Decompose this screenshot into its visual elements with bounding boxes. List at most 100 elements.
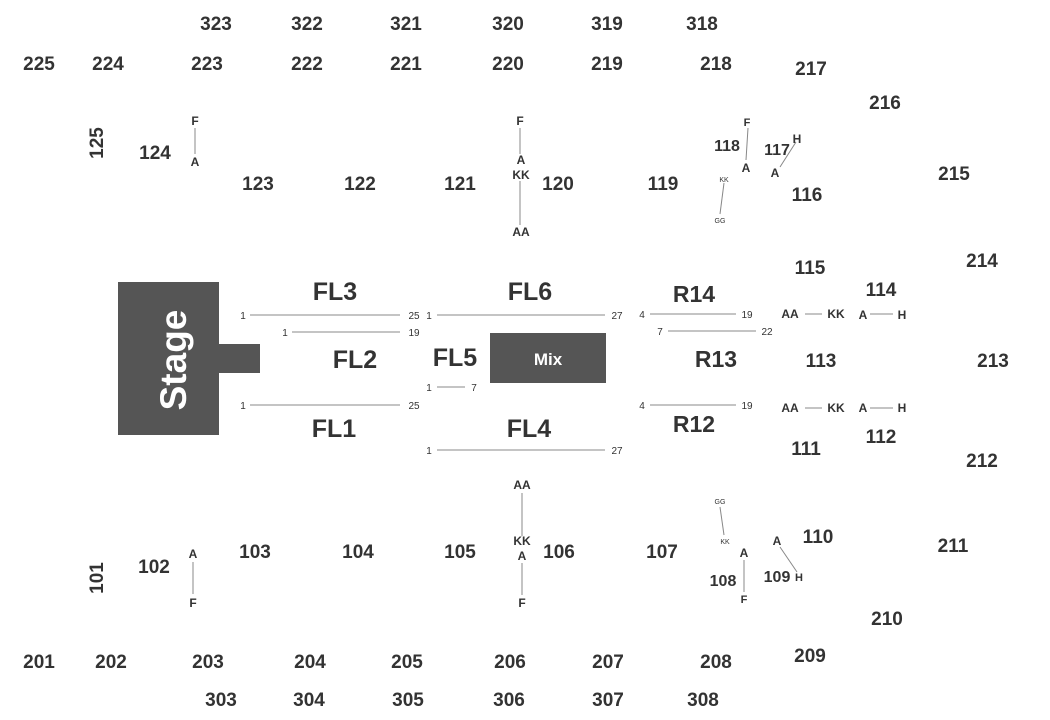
s108-row-line-gg bbox=[719, 506, 725, 536]
s118-row-KK: KK bbox=[719, 177, 729, 184]
section-FL2[interactable]: FL2 bbox=[333, 346, 377, 374]
section-210[interactable]: 210 bbox=[871, 609, 903, 630]
stage-label: Stage bbox=[153, 310, 194, 411]
section-214[interactable]: 214 bbox=[966, 251, 998, 272]
s118-row-line-gg bbox=[719, 182, 725, 215]
s120-row-A: A bbox=[517, 153, 526, 167]
fl6-row-start: 1 bbox=[426, 311, 432, 322]
s114-row-A: A bbox=[859, 308, 868, 322]
section-201[interactable]: 201 bbox=[23, 652, 55, 673]
section-203[interactable]: 203 bbox=[192, 652, 224, 673]
s108-row-F: F bbox=[741, 594, 748, 606]
section-204[interactable]: 204 bbox=[294, 652, 326, 673]
s118-row-A: A bbox=[742, 161, 751, 175]
section-108[interactable]: 108 bbox=[710, 573, 737, 590]
section-215[interactable]: 215 bbox=[938, 164, 970, 185]
section-322[interactable]: 322 bbox=[291, 14, 323, 35]
s120-row-AA: AA bbox=[512, 225, 530, 239]
section-208[interactable]: 208 bbox=[700, 652, 732, 673]
section-123[interactable]: 123 bbox=[242, 174, 274, 195]
section-124[interactable]: 124 bbox=[139, 143, 171, 164]
section-304[interactable]: 304 bbox=[293, 690, 325, 711]
section-206[interactable]: 206 bbox=[494, 652, 526, 673]
section-118[interactable]: 118 bbox=[714, 138, 740, 155]
section-104[interactable]: 104 bbox=[342, 542, 374, 563]
section-209[interactable]: 209 bbox=[794, 646, 826, 667]
section-319[interactable]: 319 bbox=[591, 14, 623, 35]
section-FL6[interactable]: FL6 bbox=[508, 278, 552, 306]
s118-row-line bbox=[745, 127, 749, 161]
s117-row-A: A bbox=[771, 166, 780, 180]
fl3-row-start: 1 bbox=[240, 311, 246, 322]
section-219[interactable]: 219 bbox=[591, 54, 623, 75]
s117-row-H: H bbox=[793, 132, 802, 146]
r13-row-start: 7 bbox=[657, 327, 663, 338]
s106-row-A: A bbox=[518, 549, 527, 563]
section-FL4[interactable]: FL4 bbox=[507, 415, 552, 443]
section-217[interactable]: 217 bbox=[795, 59, 827, 80]
section-122[interactable]: 122 bbox=[344, 174, 376, 195]
section-205[interactable]: 205 bbox=[391, 652, 423, 673]
section-211[interactable]: 211 bbox=[938, 536, 969, 557]
section-223[interactable]: 223 bbox=[191, 54, 223, 75]
fl1-row-end: 25 bbox=[408, 401, 420, 412]
section-216[interactable]: 216 bbox=[869, 93, 901, 114]
section-222[interactable]: 222 bbox=[291, 54, 323, 75]
section-FL1[interactable]: FL1 bbox=[312, 415, 357, 443]
section-105[interactable]: 105 bbox=[444, 542, 476, 563]
section-218[interactable]: 218 bbox=[700, 54, 732, 75]
s112-row-KK: KK bbox=[827, 401, 845, 415]
section-111[interactable]: 111 bbox=[791, 439, 821, 460]
section-115[interactable]: 115 bbox=[795, 258, 826, 279]
section-125[interactable]: 125 bbox=[87, 127, 108, 159]
section-202[interactable]: 202 bbox=[95, 652, 127, 673]
section-303[interactable]: 303 bbox=[205, 690, 237, 711]
section-114[interactable]: 114 bbox=[866, 280, 897, 301]
fl4-row-end: 27 bbox=[611, 446, 623, 457]
section-101[interactable]: 101 bbox=[87, 562, 108, 594]
section-224[interactable]: 224 bbox=[92, 54, 124, 75]
section-220[interactable]: 220 bbox=[492, 54, 524, 75]
section-119[interactable]: 119 bbox=[648, 174, 679, 195]
section-207[interactable]: 207 bbox=[592, 652, 624, 673]
section-117[interactable]: 117 bbox=[764, 142, 790, 159]
section-121[interactable]: 121 bbox=[444, 174, 476, 195]
s124-row-F: F bbox=[191, 114, 198, 128]
section-221[interactable]: 221 bbox=[390, 54, 422, 75]
section-305[interactable]: 305 bbox=[392, 690, 424, 711]
section-213[interactable]: 213 bbox=[977, 351, 1009, 372]
section-110[interactable]: 110 bbox=[803, 527, 834, 548]
section-306[interactable]: 306 bbox=[493, 690, 525, 711]
section-318[interactable]: 318 bbox=[686, 14, 718, 35]
stage-block bbox=[118, 282, 219, 435]
section-308[interactable]: 308 bbox=[687, 690, 719, 711]
mix-booth[interactable] bbox=[490, 333, 606, 383]
s118-row-F: F bbox=[744, 117, 751, 129]
section-103[interactable]: 103 bbox=[239, 542, 271, 563]
s124-row-A: A bbox=[191, 155, 200, 169]
section-113[interactable]: 113 bbox=[806, 351, 837, 372]
section-107[interactable]: 107 bbox=[646, 542, 678, 563]
s102-row-F: F bbox=[189, 596, 196, 610]
section-116[interactable]: 116 bbox=[792, 185, 823, 206]
section-R14[interactable]: R14 bbox=[673, 281, 715, 307]
section-321[interactable]: 321 bbox=[390, 14, 422, 35]
section-106[interactable]: 106 bbox=[543, 542, 575, 563]
s108-row-KK: KK bbox=[720, 539, 730, 546]
section-212[interactable]: 212 bbox=[966, 451, 998, 472]
section-112[interactable]: 112 bbox=[866, 427, 897, 448]
section-R13[interactable]: R13 bbox=[695, 346, 737, 372]
section-109[interactable]: 109 bbox=[764, 569, 791, 586]
section-323[interactable]: 323 bbox=[200, 14, 232, 35]
section-120[interactable]: 120 bbox=[542, 174, 574, 195]
section-225[interactable]: 225 bbox=[23, 54, 55, 75]
section-307[interactable]: 307 bbox=[592, 690, 624, 711]
section-320[interactable]: 320 bbox=[492, 14, 524, 35]
section-R12[interactable]: R12 bbox=[673, 411, 715, 437]
section-102[interactable]: 102 bbox=[138, 557, 170, 578]
section-FL5[interactable]: FL5 bbox=[433, 344, 478, 372]
section-FL3[interactable]: FL3 bbox=[313, 278, 357, 306]
fl1-row-start: 1 bbox=[240, 401, 246, 412]
fl5-row-start: 1 bbox=[426, 383, 432, 394]
